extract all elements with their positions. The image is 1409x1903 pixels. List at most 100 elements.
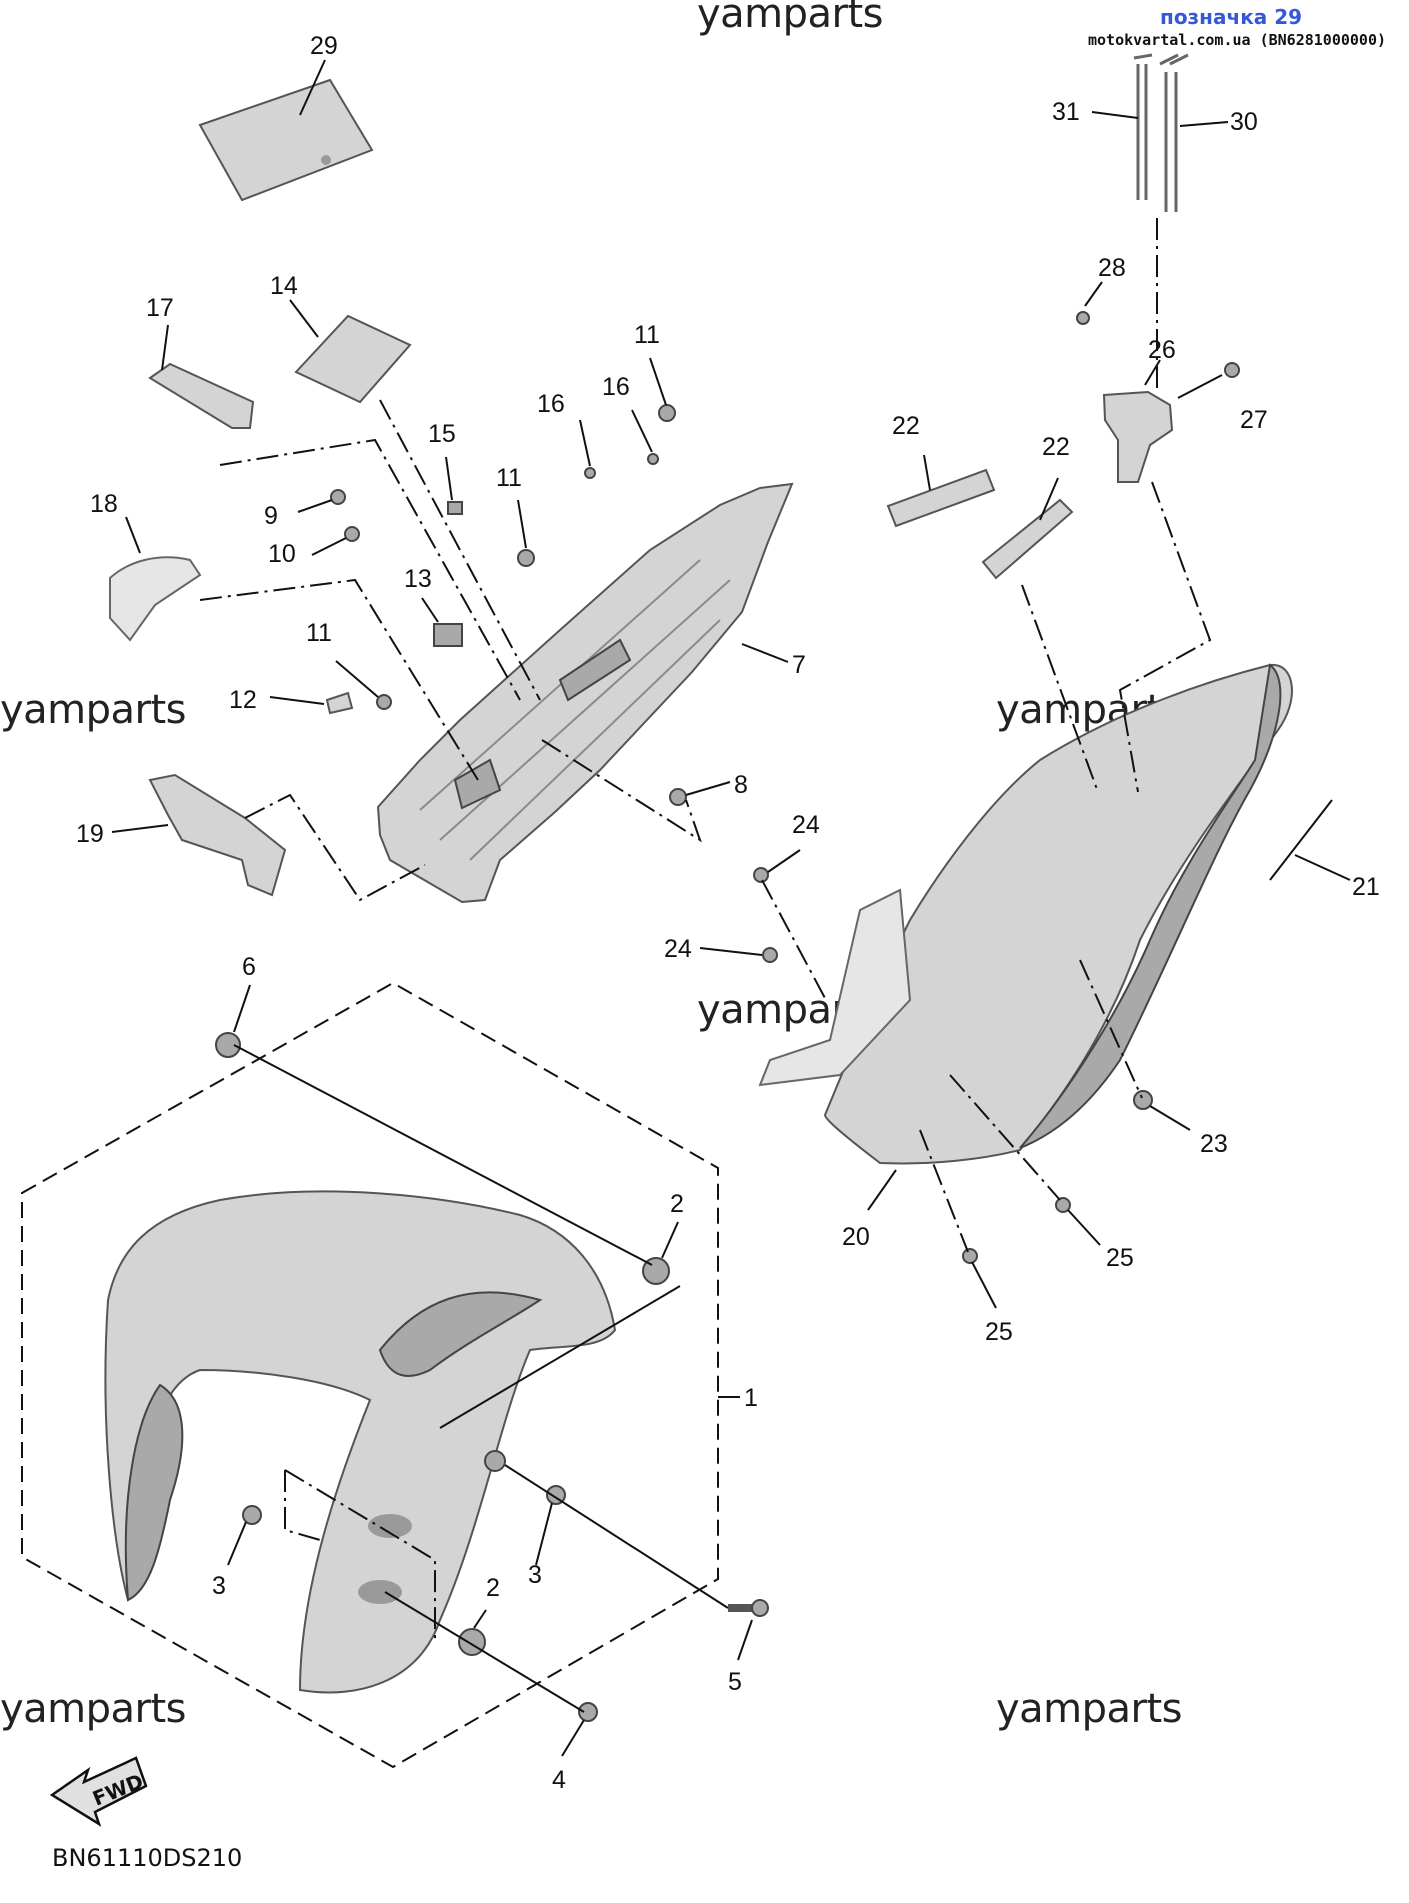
callout-21: 21 [1352, 873, 1380, 901]
callout-15: 15 [428, 420, 456, 448]
part-1-fork-cutout [378, 1291, 543, 1377]
part-29-hole [321, 155, 331, 165]
leader-24 [699, 947, 763, 956]
callout-22: 22 [892, 412, 920, 440]
part-4-bolt [578, 1702, 598, 1722]
leader-14 [289, 299, 319, 338]
leader-25 [971, 1261, 997, 1309]
callout-7: 7 [792, 651, 806, 679]
part-28-bolt [1076, 311, 1090, 325]
callout-27: 27 [1240, 406, 1268, 434]
part-31-rod [1136, 64, 1148, 200]
callout-9: 9 [264, 502, 278, 530]
leader-9 [297, 499, 333, 513]
part-1-sidewall [124, 1383, 184, 1602]
part-11-nut [517, 549, 535, 567]
callout-10: 10 [268, 540, 296, 568]
leader-13 [421, 597, 439, 623]
leader-4 [561, 1719, 585, 1757]
part-31-rod-top [1133, 53, 1153, 60]
part-19-bracket [148, 773, 287, 897]
assembly-line-4 [384, 1591, 585, 1713]
callout-4: 4 [552, 1766, 566, 1794]
part-25-screw [1055, 1197, 1071, 1213]
leader-26 [1144, 359, 1161, 386]
part-25-screw [962, 1248, 978, 1264]
assembly-line-8 [541, 739, 702, 843]
callout-23: 23 [1200, 1130, 1228, 1158]
leader-6 [233, 984, 251, 1033]
assembly-line-5 [504, 1464, 729, 1609]
part-10-clip [344, 526, 360, 542]
leader-19 [111, 824, 169, 833]
part-20-tab [758, 888, 912, 1087]
callout-6: 6 [242, 953, 256, 981]
part-6-bolt [215, 1032, 241, 1058]
assembly-line-23 [1079, 959, 1143, 1099]
watermark: yamparts [0, 687, 186, 733]
assembly-line-25 [919, 1129, 969, 1253]
callout-25: 25 [985, 1318, 1013, 1346]
callout-16: 16 [602, 373, 630, 401]
part-30-rod [1159, 53, 1189, 212]
part-16-nut [647, 453, 659, 465]
leader-15 [445, 456, 453, 501]
callout-3: 3 [212, 1572, 226, 1600]
callout-25: 25 [1106, 1244, 1134, 1272]
callout-2: 2 [670, 1190, 684, 1218]
part-1-vent [368, 1514, 412, 1538]
leader-11 [649, 357, 667, 406]
part-13-block [433, 623, 463, 647]
watermark: yamparts [0, 1686, 186, 1732]
callout-24: 24 [792, 811, 820, 839]
part-11-nut [376, 694, 392, 710]
callout-26: 26 [1148, 336, 1176, 364]
assembly-line-17 [219, 438, 521, 701]
callout-22: 22 [1042, 433, 1070, 461]
assembly-line-25 [949, 1074, 1061, 1201]
header-source: motokvartal.com.ua (BN6281000000) [1088, 31, 1386, 49]
part-5-bolt-head [751, 1599, 769, 1617]
part-14-pad [294, 314, 412, 404]
leader-5 [737, 1619, 753, 1661]
callout-11: 11 [496, 464, 522, 492]
part-12-plate [325, 691, 354, 715]
leader-20 [867, 1169, 897, 1211]
part-15-clip [447, 501, 463, 515]
assembly-line-6-2 [233, 1044, 653, 1266]
leader-27 [1177, 374, 1223, 399]
part-3-grommet [242, 1505, 262, 1525]
part-27-nut [1224, 362, 1240, 378]
diagram-code: BN61110DS210 [52, 1844, 242, 1872]
watermark: yamparts [697, 0, 883, 37]
part-17-bracket [148, 362, 255, 429]
leader-17 [161, 324, 169, 371]
callout-19: 19 [76, 820, 104, 848]
part-8-screw [669, 788, 687, 806]
part-24-screw [753, 867, 769, 883]
callout-2: 2 [486, 1574, 500, 1602]
leader-11 [335, 660, 379, 698]
part-26-bracket [1102, 390, 1174, 483]
callout-24: 24 [664, 935, 692, 963]
leader-8 [685, 781, 731, 796]
callout-12: 12 [229, 686, 257, 714]
part-11-nut [658, 404, 676, 422]
assembly-1-boundary [21, 981, 719, 1769]
callout-17: 17 [146, 294, 174, 322]
part-16-nut [584, 467, 596, 479]
assembly-line-2 [439, 1285, 681, 1429]
part-23-nut [1133, 1090, 1153, 1110]
leader-16 [631, 409, 653, 453]
callout-28: 28 [1098, 254, 1126, 282]
watermark: yamparts [996, 1686, 1182, 1732]
callout-16: 16 [537, 390, 565, 418]
part-29-pad [198, 78, 374, 202]
leader-7 [741, 643, 789, 663]
part-7-pocket [558, 638, 632, 702]
part-18-guide [109, 556, 202, 642]
header-link[interactable]: позначка 29 [1160, 5, 1302, 29]
leader-22 [923, 454, 931, 491]
leader-11 [517, 499, 527, 549]
